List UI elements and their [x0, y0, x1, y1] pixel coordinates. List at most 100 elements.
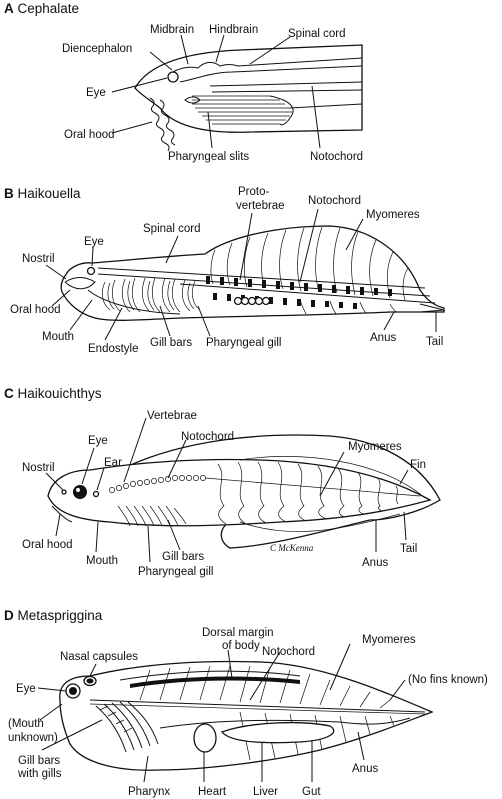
label-d-mouth-unknown-2: unknown)	[8, 732, 58, 744]
cephalate-brain-lower	[179, 65, 363, 83]
leader-b-anus	[383, 311, 395, 331]
label-d-no-fins: (No fins known)	[408, 674, 488, 686]
label-b-anus: Anus	[370, 332, 396, 344]
label-d-myomeres: Myomeres	[362, 634, 416, 646]
label-d-gill-bars-1: Gill bars	[18, 755, 60, 767]
label-a-notochord: Notochord	[310, 151, 363, 163]
metaspriggina-gill-bars	[95, 701, 159, 753]
panel-a-title: A Cephalate	[4, 1, 79, 16]
metaspriggina-heart	[193, 723, 217, 753]
label-d-notochord: Notochord	[262, 646, 315, 658]
label-c-nostril: Nostril	[22, 462, 55, 474]
leader-b-endostyle	[104, 307, 123, 341]
panel-c-drawing	[45, 417, 441, 563]
label-c-tail: Tail	[400, 543, 417, 555]
metaspriggina-gut	[159, 717, 411, 729]
label-b-gill-bars: Gill bars	[150, 337, 192, 349]
leader-b-notochord	[299, 208, 319, 283]
leader-a-pharyngeal-slits	[207, 111, 213, 149]
label-c-notochord: Notochord	[181, 431, 234, 443]
leader-c-nostril	[45, 472, 64, 491]
haikouella-oral-hood-lobe	[64, 277, 96, 290]
label-b-proto: Proto-	[238, 186, 269, 198]
label-a-spinal-cord: Spinal cord	[288, 28, 346, 40]
panel-b-drawing	[45, 208, 445, 341]
leader-b-proto-vertebrae	[239, 212, 253, 281]
leader-d-eye	[37, 687, 67, 692]
leader-c-tail	[403, 511, 407, 541]
leader-d-anus	[357, 731, 365, 761]
leader-a-notochord	[311, 85, 321, 149]
metaspriggina-notochord	[89, 699, 426, 713]
metaspriggina-nasal-capsule-inner	[86, 678, 94, 684]
leader-a-spinal-cord	[249, 36, 291, 65]
label-a-hindbrain: Hindbrain	[209, 24, 258, 36]
leader-a-diencephalon	[149, 51, 173, 71]
leader-d-nasal-capsules	[89, 663, 97, 677]
haikouella-body	[60, 225, 445, 321]
leader-a-hindbrain	[215, 34, 225, 63]
label-a-oral-hood: Oral hood	[64, 129, 115, 141]
leader-a-eye	[111, 77, 168, 93]
leader-b-myomeres	[345, 218, 364, 251]
haikouella-notochord-lower	[179, 283, 436, 304]
haikouichthys-body	[47, 458, 432, 527]
metaspriggina-notochord-lower	[89, 703, 426, 715]
label-b-eye: Eye	[84, 236, 104, 248]
haikouichthys-oral-hood-edge	[51, 505, 73, 523]
cephalate-brain	[167, 57, 363, 76]
leader-c-mouth	[95, 521, 99, 553]
label-d-gill-bars-2: with gills	[17, 768, 62, 780]
leader-d-pharynx	[143, 755, 149, 783]
leader-b-spinal-cord	[165, 235, 179, 264]
haikouichthys-fin-inner	[239, 456, 426, 499]
label-b-nostril: Nostril	[22, 253, 55, 265]
label-b-notochord: Notochord	[308, 195, 361, 207]
label-a-eye: Eye	[86, 87, 106, 99]
label-c-oral-hood: Oral hood	[22, 539, 73, 551]
leader-d-no-fins	[389, 679, 406, 701]
label-d-heart: Heart	[198, 786, 227, 798]
haikouichthys-eye-highlight	[76, 488, 80, 492]
haikouichthys-myomeres	[217, 461, 399, 525]
leader-c-fin	[399, 469, 409, 485]
haikouichthys-fin-lower	[239, 513, 401, 532]
panel-a: A Cephalate	[4, 1, 363, 163]
label-b-oral-hood: Oral hood	[10, 304, 61, 316]
leader-a-oral-hood	[111, 121, 153, 134]
panel-d-drawing	[37, 643, 434, 783]
haikouella-pharyngeal-gills	[101, 277, 201, 313]
metaspriggina-liver	[220, 721, 335, 744]
leader-d-notochord	[249, 651, 281, 701]
leader-c-myomeres	[319, 451, 345, 497]
cephalate-eye	[167, 71, 179, 83]
panel-d-title: D Metaspriggina	[4, 608, 103, 623]
label-b-mouth: Mouth	[42, 331, 74, 343]
label-d-eye: Eye	[16, 683, 36, 695]
label-b-tail: Tail	[426, 336, 443, 348]
haikouichthys-ear	[92, 490, 100, 498]
cephalate-oral-hood	[149, 97, 170, 152]
label-b-pharyngeal-gill: Pharyngeal gill	[206, 337, 281, 349]
haikouichthys-eye	[73, 485, 87, 499]
leader-b-mouth	[69, 299, 93, 331]
metaspriggina-dorsal-margin	[119, 670, 301, 681]
cephalate-notochord	[209, 81, 363, 87]
leader-b-oral-hood	[51, 289, 71, 307]
label-c-eye: Eye	[88, 435, 108, 447]
label-c-fin: Fin	[410, 459, 426, 471]
label-a-pharyngeal-slits: Pharyngeal slits	[168, 151, 249, 163]
leader-c-notochord	[167, 439, 187, 479]
label-b-vertebrae: vertebrae	[236, 200, 285, 212]
leader-c-pharyngeal-gill	[147, 525, 151, 563]
haikouichthys-notochord	[204, 477, 421, 497]
leader-d-gill-bars	[41, 719, 103, 751]
panel-c-title: C Haikouichthys	[4, 386, 102, 401]
leader-d-myomeres	[329, 643, 351, 691]
panel-b-title: B Haikouella	[4, 186, 81, 201]
label-d-pharynx: Pharynx	[128, 786, 170, 798]
leader-b-gill-bars	[159, 305, 171, 337]
label-b-endostyle: Endostyle	[88, 343, 139, 355]
metaspriggina-eye-pupil	[69, 687, 77, 695]
